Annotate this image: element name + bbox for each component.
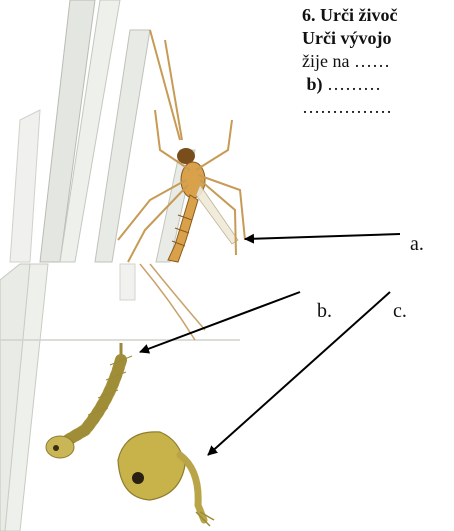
- answer-line-b: b) ………: [302, 73, 454, 96]
- grass-blade: [10, 110, 40, 262]
- question-text: 6. Urči živoč Urči vývojo žije na …… b) …: [302, 4, 454, 119]
- label-b: b.: [317, 300, 332, 323]
- answer-line-c: ……………: [302, 96, 454, 119]
- label-a: a.: [410, 233, 424, 256]
- question-subtitle: Urči vývojo: [302, 27, 454, 50]
- water-stage-panel: [0, 264, 250, 531]
- question-title: 6. Urči živoč: [302, 4, 454, 27]
- answer-letter-b: b): [307, 74, 323, 94]
- adult-mosquito-panel: [10, 0, 245, 262]
- label-c: c.: [393, 300, 407, 323]
- arrow-a: [245, 234, 400, 239]
- answer-dots-b: ………: [323, 74, 382, 94]
- grass-blade: [120, 264, 135, 300]
- answer-line-a: žije na ……: [302, 50, 454, 73]
